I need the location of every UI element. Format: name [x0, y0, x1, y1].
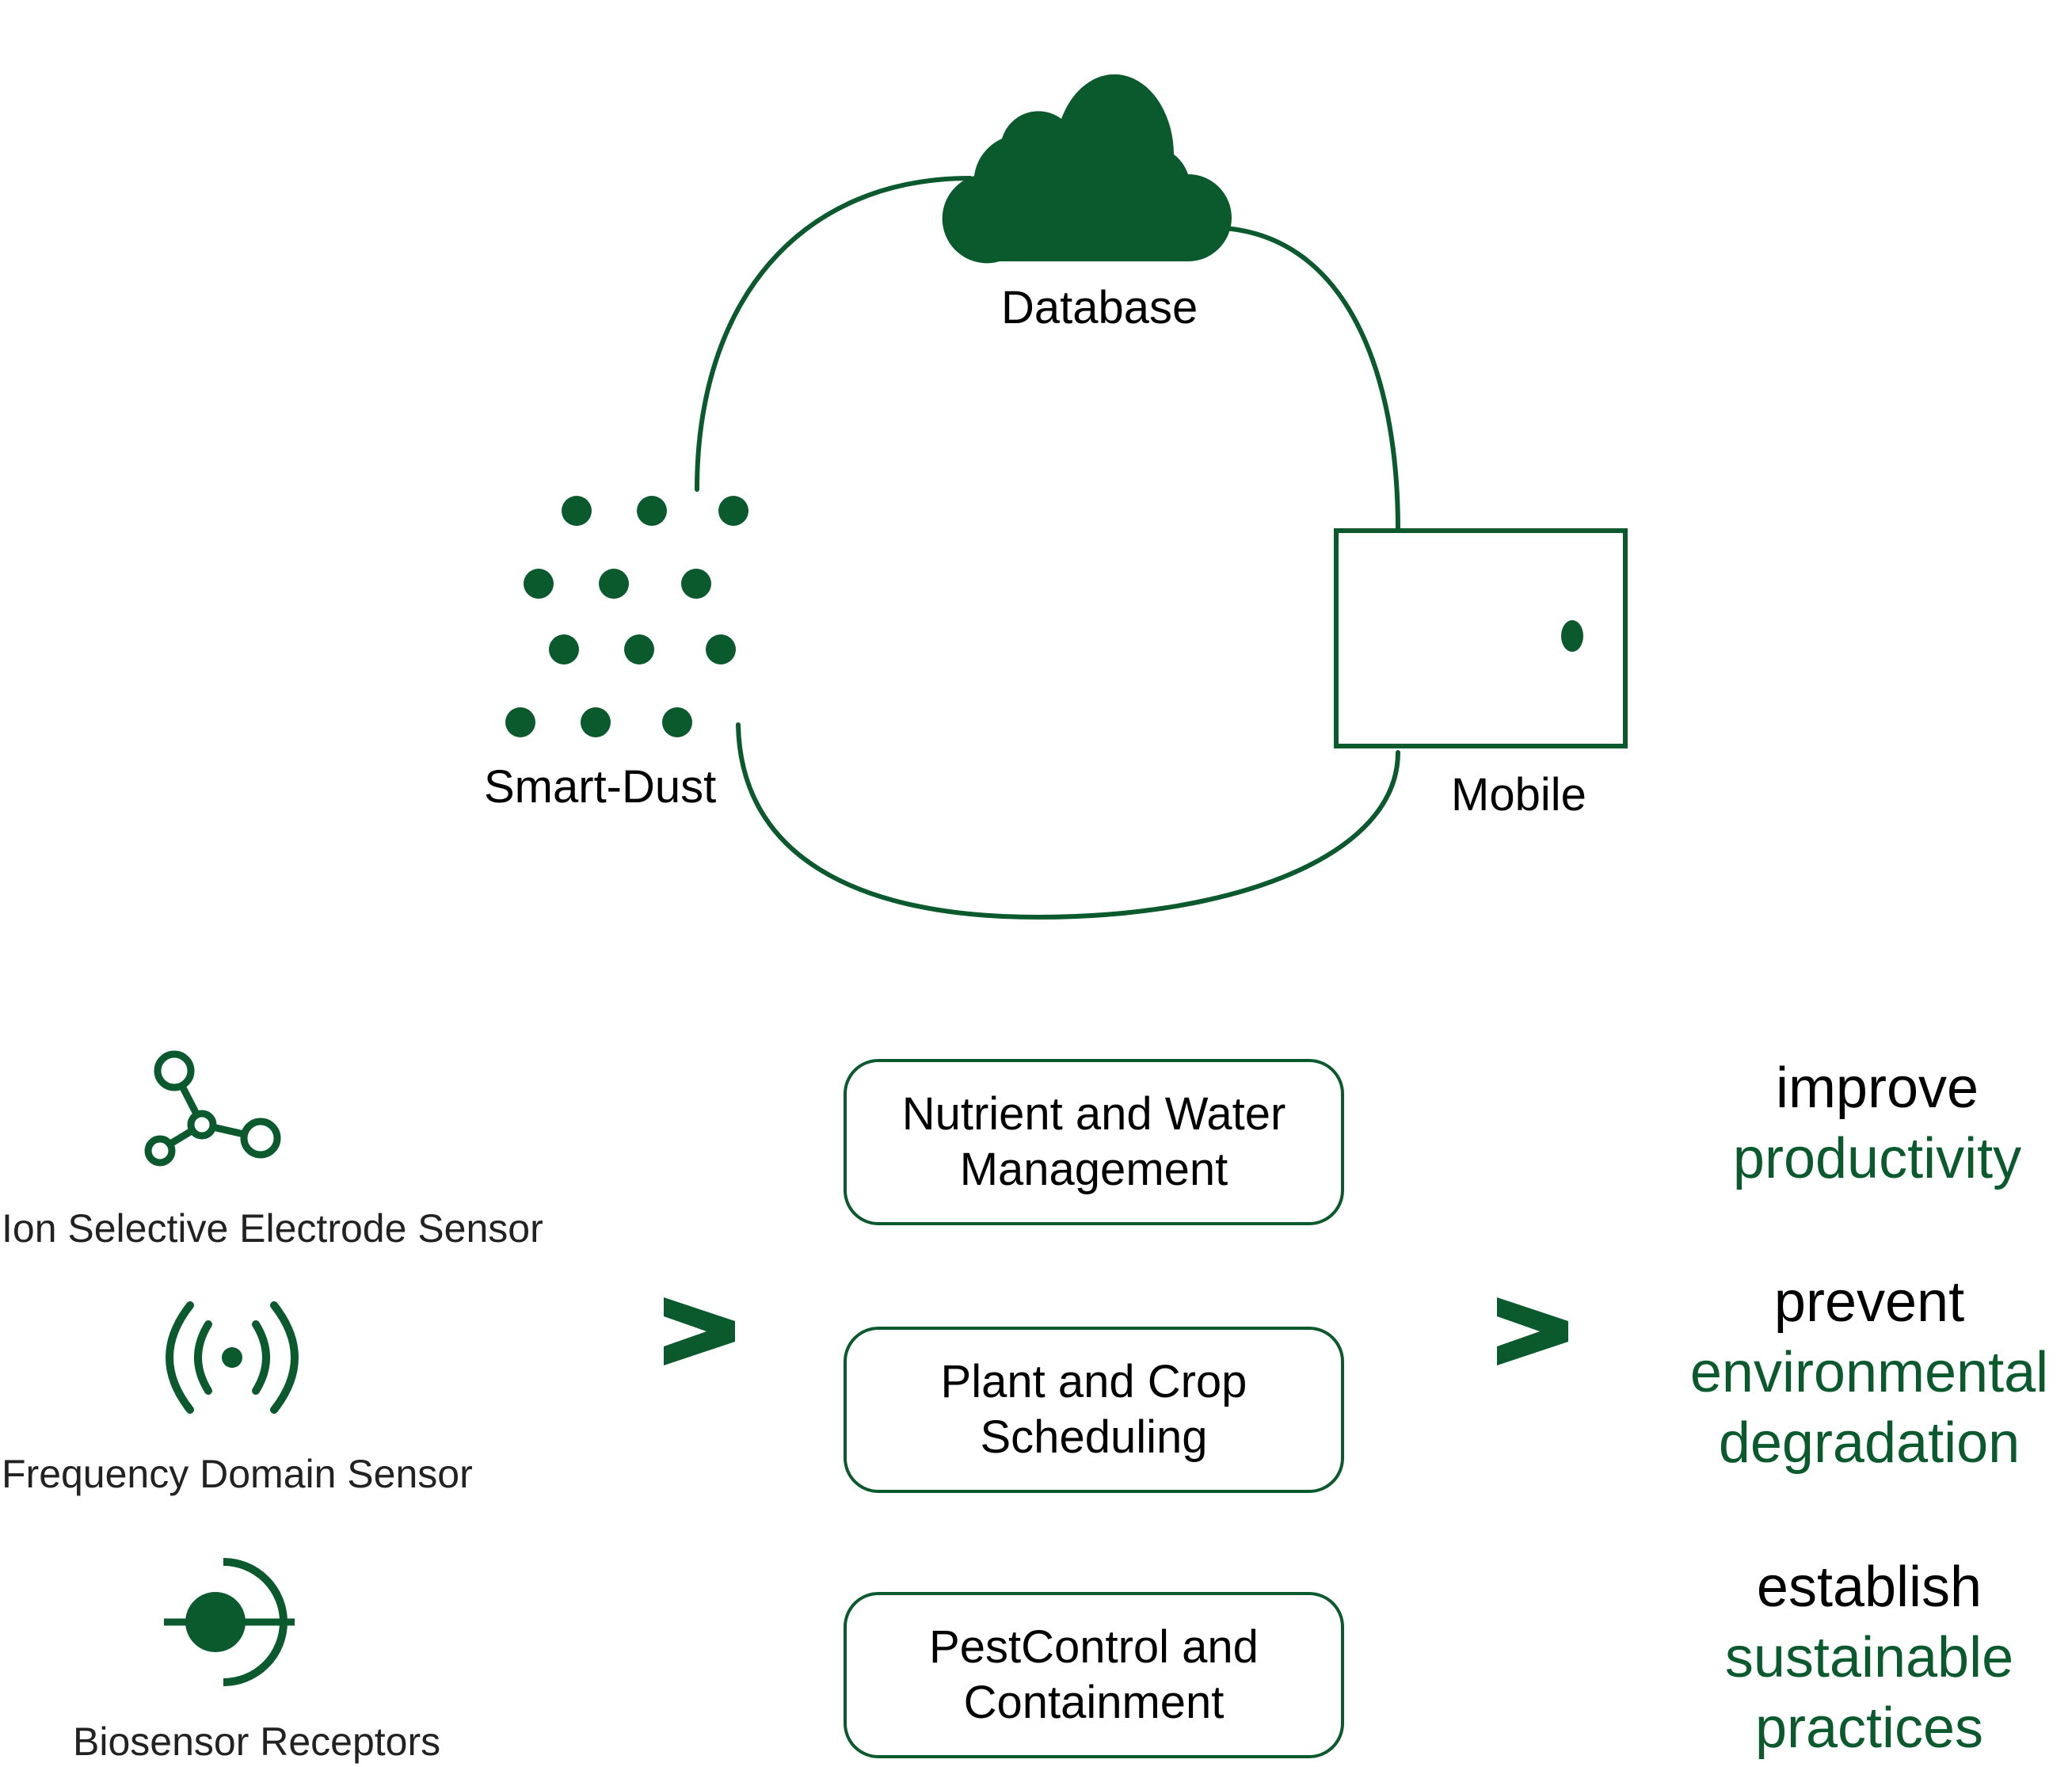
application-line: PestControl and — [929, 1621, 1259, 1673]
smart-dust-label: Smart-Dust — [484, 761, 717, 813]
sensor-label-biosensor: Biosensor Receptors — [73, 1719, 441, 1764]
application-box-plant-crop: Plant and Crop Scheduling — [844, 1327, 1344, 1493]
outcome-line: environmental — [1689, 1341, 2049, 1404]
outcome-line: degradation — [1718, 1411, 2021, 1475]
mobile-label: Mobile — [1451, 769, 1586, 821]
application-line: Nutrient and Water — [901, 1088, 1286, 1140]
outcome-verb: prevent — [1773, 1270, 1965, 1334]
sensor-label-ion-selective: Ion Selective Electrode Sensor — [2, 1206, 543, 1251]
smart-dust-icon — [505, 496, 748, 737]
loop-arc-mobile-to-dust — [736, 722, 1400, 920]
outcome-establish: establish sustainable practices — [1640, 1552, 2072, 1764]
arrow-sensors-to-applications — [664, 1297, 735, 1365]
outcome-prevent: prevent environmental degradation — [1640, 1267, 2072, 1479]
outcome-verb: improve — [1775, 1057, 1979, 1120]
loop-arc-database-to-mobile — [1221, 226, 1400, 531]
outcome-improve: improve productivity — [1647, 1053, 2072, 1194]
outcome-line: productivity — [1732, 1127, 2022, 1190]
application-box-pest-control: PestControl and Containment — [844, 1592, 1344, 1758]
cloud-icon — [942, 74, 1232, 264]
database-label: Database — [1001, 282, 1198, 333]
molecule-icon — [144, 1050, 281, 1167]
sensor-label-frequency-domain: Frequency Domain Sensor — [2, 1452, 473, 1496]
application-line: Management — [959, 1144, 1228, 1195]
application-line: Plant and Crop — [940, 1356, 1247, 1407]
loop-arc-dust-to-database — [695, 176, 973, 492]
outcome-line: sustainable — [1724, 1626, 2014, 1689]
receptor-icon — [164, 1558, 295, 1686]
outcome-verb: establish — [1756, 1556, 1982, 1619]
outcome-line: practices — [1754, 1697, 1984, 1760]
application-line: Scheduling — [980, 1411, 1208, 1463]
application-box-nutrient-water: Nutrient and Water Management — [844, 1059, 1344, 1225]
application-line: Containment — [963, 1677, 1225, 1728]
arrow-applications-to-outcomes — [1497, 1297, 1568, 1365]
mobile-device-icon — [1334, 528, 1628, 748]
signal-broadcast-icon — [166, 1301, 299, 1414]
